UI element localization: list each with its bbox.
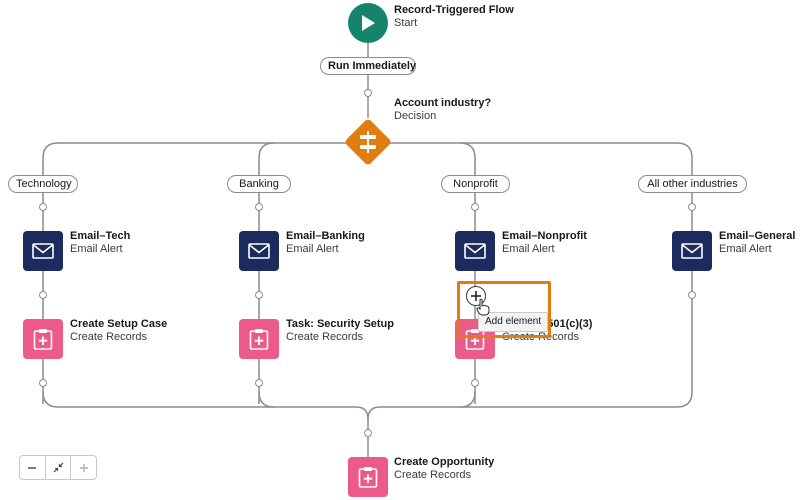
connector-dot[interactable] — [255, 291, 263, 299]
envelope-icon — [464, 243, 486, 259]
decision-node[interactable] — [343, 117, 393, 167]
start-subtitle: Start — [394, 17, 418, 29]
envelope-icon — [248, 243, 270, 259]
connector-dot[interactable] — [688, 203, 696, 211]
hand-cursor-icon — [476, 298, 490, 316]
branch-label-nonprofit[interactable]: Nonprofit — [441, 175, 510, 193]
clipboard-add-icon — [358, 467, 378, 488]
add-element-highlight — [457, 281, 551, 338]
zoom-controls — [19, 455, 97, 480]
connector-dot[interactable] — [255, 379, 263, 387]
branch-label-banking[interactable]: Banking — [227, 175, 291, 193]
create-records-subtitle: Create Records — [286, 331, 364, 343]
connector-dot[interactable] — [688, 291, 696, 299]
email-alert-subtitle: Email Alert — [719, 243, 772, 255]
email-alert-node[interactable] — [455, 231, 495, 271]
branch-label-all-other[interactable]: All other industries — [638, 175, 747, 193]
envelope-icon — [681, 243, 703, 259]
connector-dot[interactable] — [39, 291, 47, 299]
clipboard-add-icon — [33, 329, 53, 350]
email-alert-subtitle: Email Alert — [502, 243, 555, 255]
connector-dot[interactable] — [471, 203, 479, 211]
connector-dot[interactable] — [364, 429, 372, 437]
email-alert-subtitle: Email Alert — [70, 243, 123, 255]
email-alert-title: Email–Tech — [70, 230, 131, 242]
create-records-title: Create Setup Case — [70, 318, 168, 330]
email-alert-node[interactable] — [672, 231, 712, 271]
decision-subtitle: Decision — [394, 110, 437, 122]
email-alert-subtitle: Email Alert — [286, 243, 339, 255]
zoom-out-button[interactable] — [20, 456, 46, 479]
create-records-subtitle: Create Records — [70, 331, 148, 343]
email-alert-title: Email–Nonprofit — [502, 230, 587, 242]
connector-dot[interactable] — [39, 203, 47, 211]
run-immediately-label[interactable]: Run Immediately — [320, 57, 416, 75]
decision-title: Account industry? — [394, 97, 492, 109]
connector-dot[interactable] — [471, 379, 479, 387]
email-alert-title: Email–General — [719, 230, 796, 242]
email-alert-node[interactable] — [23, 231, 63, 271]
plus-icon — [79, 463, 88, 472]
create-opportunity-node[interactable] — [348, 457, 388, 497]
branch-label-technology[interactable]: Technology — [8, 175, 78, 193]
create-records-title: Task: Security Setup — [286, 318, 394, 330]
decision-icon — [360, 131, 376, 153]
plus-circle-icon — [471, 291, 481, 301]
connector-dot[interactable] — [255, 203, 263, 211]
create-records-node[interactable] — [23, 319, 63, 359]
connector-dot[interactable] — [39, 379, 47, 387]
create-opportunity-subtitle: Create Records — [394, 469, 472, 481]
start-node[interactable] — [348, 3, 388, 43]
add-element-tooltip: Add element — [478, 312, 549, 332]
play-icon — [362, 15, 375, 31]
minus-icon — [28, 466, 37, 469]
fit-view-button[interactable] — [46, 456, 72, 479]
collapse-arrows-icon — [53, 462, 63, 473]
envelope-icon — [32, 243, 54, 259]
create-opportunity-title: Create Opportunity — [394, 456, 495, 468]
email-alert-title: Email–Banking — [286, 230, 365, 242]
start-title: Record-Triggered Flow — [394, 4, 514, 16]
zoom-in-button[interactable] — [71, 456, 96, 479]
connector-dot[interactable] — [364, 89, 372, 97]
email-alert-node[interactable] — [239, 231, 279, 271]
clipboard-add-icon — [249, 329, 269, 350]
create-records-node[interactable] — [239, 319, 279, 359]
